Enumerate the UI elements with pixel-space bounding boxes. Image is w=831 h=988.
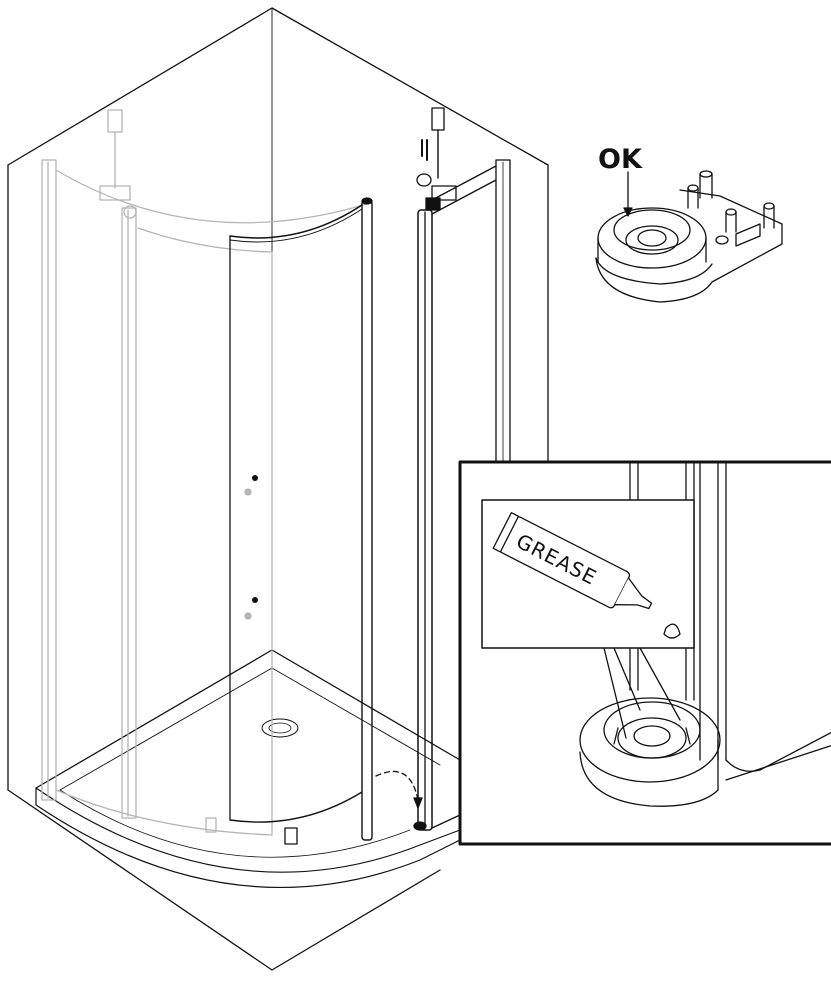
faded-left-panel <box>41 109 371 836</box>
curved-door <box>229 197 373 845</box>
grease-inset: GREASE <box>458 460 831 846</box>
ok-bearing-detail: OK <box>595 144 783 303</box>
ok-label: OK <box>598 144 643 175</box>
